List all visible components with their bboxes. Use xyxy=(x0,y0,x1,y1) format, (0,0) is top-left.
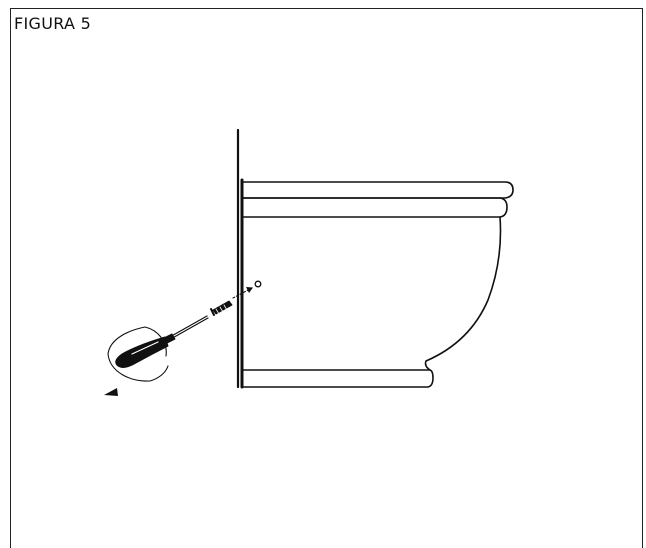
figure-frame xyxy=(10,8,643,548)
screw-icon xyxy=(210,300,233,316)
rotation-arrow-icon xyxy=(104,326,169,396)
toilet-bowl xyxy=(240,178,514,389)
screwdriver-icon xyxy=(115,315,209,368)
figure-caption: FIGURA 5 xyxy=(14,14,92,33)
direction-arrow xyxy=(232,287,253,299)
